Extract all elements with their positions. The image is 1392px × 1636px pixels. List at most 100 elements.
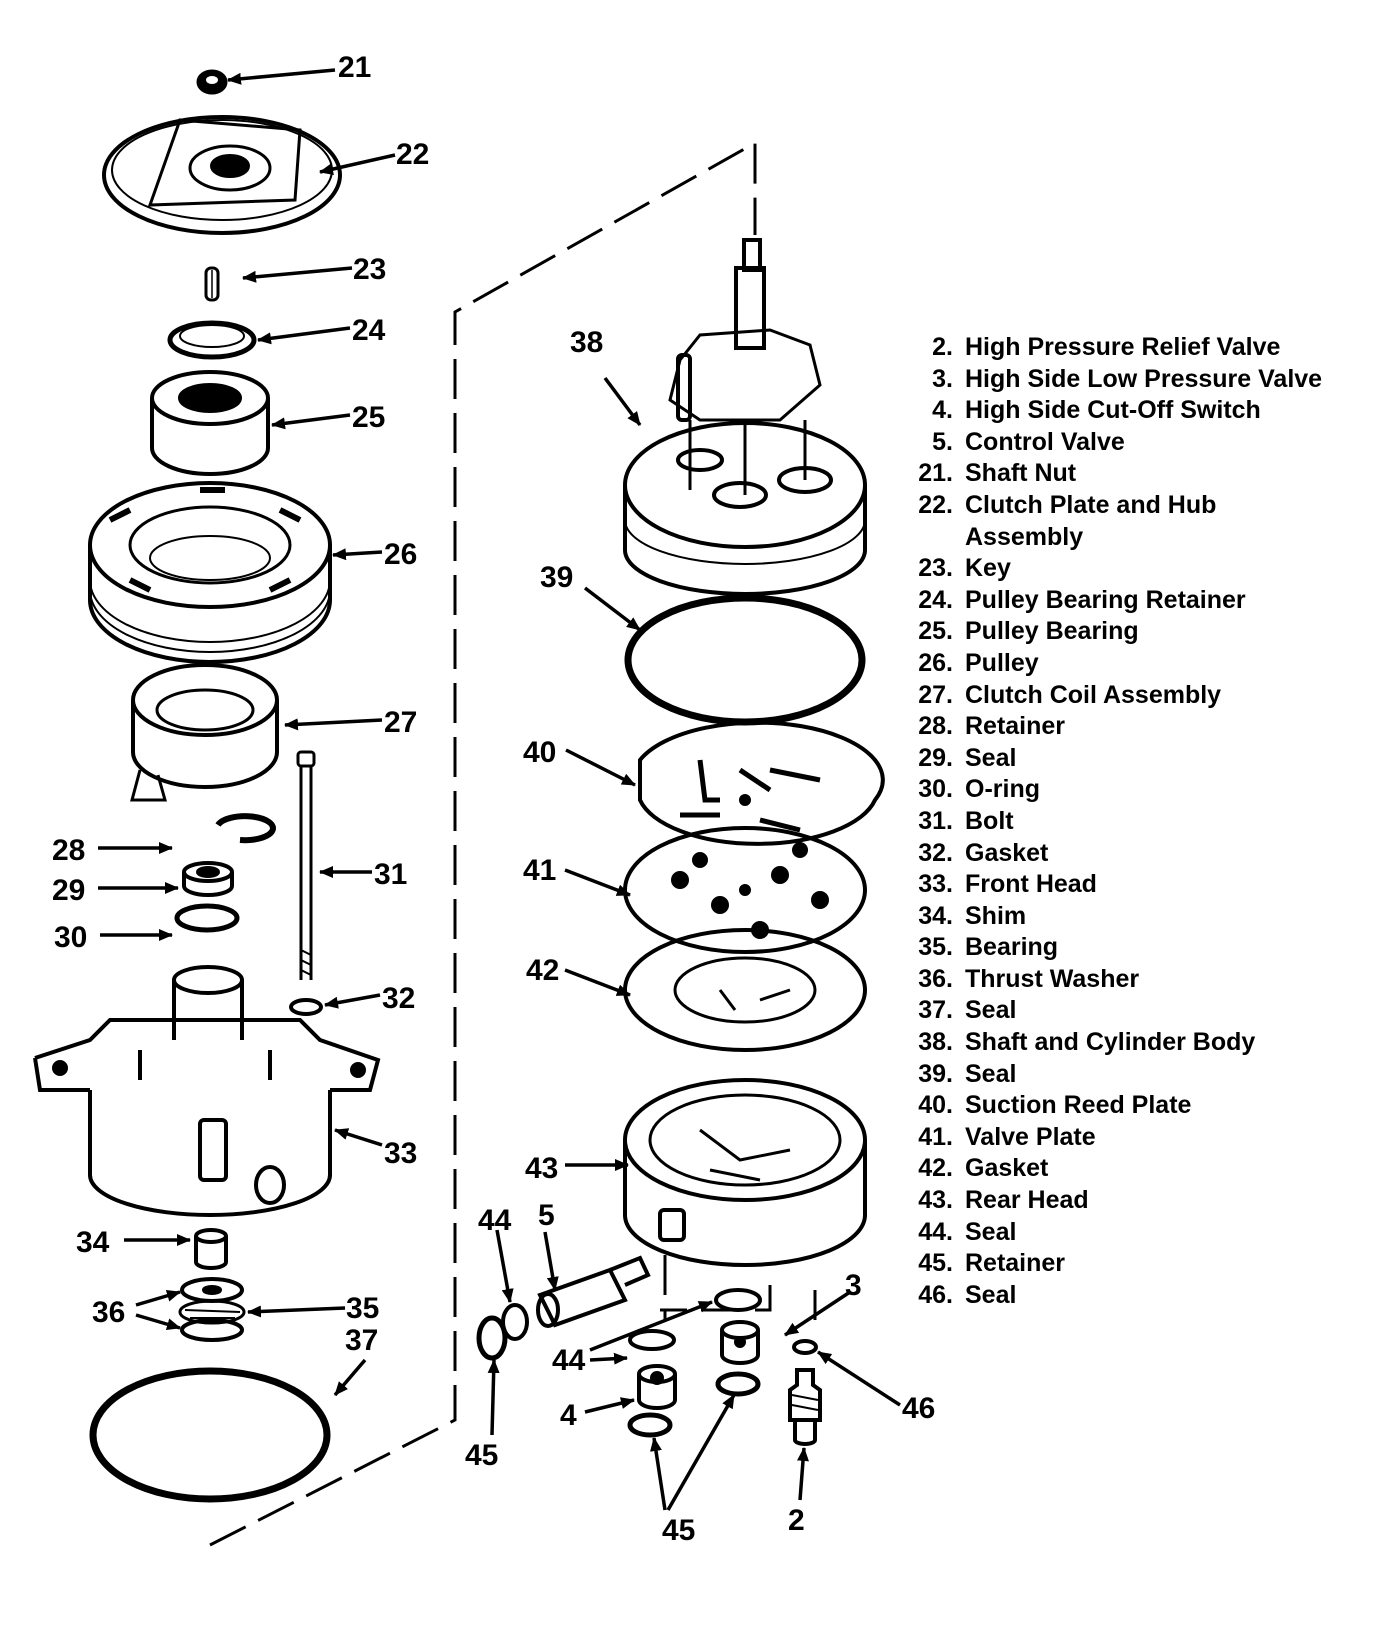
callout-42: 42 — [526, 954, 559, 987]
callout-31: 31 — [374, 858, 407, 891]
legend-label: Clutch Coil Assembly — [965, 680, 1222, 709]
legend-label: Gasket — [965, 1154, 1049, 1183]
legend-number: 21. — [918, 459, 953, 488]
legend-label: Seal — [965, 996, 1017, 1025]
legend-label: Bolt — [965, 806, 1014, 835]
callout-30: 30 — [54, 921, 87, 954]
legend-item: Assembly — [905, 522, 1375, 554]
legend-item: 23. Key — [905, 553, 1375, 585]
legend-label: Pulley Bearing — [965, 617, 1139, 646]
legend-item: 42. Gasket — [905, 1153, 1375, 1185]
legend-number: 44. — [918, 1217, 953, 1246]
retainer-28-part — [215, 813, 276, 844]
callout-22: 22 — [396, 138, 429, 171]
pulley-bearing-part — [150, 370, 270, 476]
legend-label: Suction Reed Plate — [965, 1091, 1192, 1120]
legend-number: 30. — [918, 775, 953, 804]
legend-number: 29. — [918, 743, 953, 772]
legend-label: High Pressure Relief Valve — [965, 333, 1281, 361]
o-ring-30-part — [174, 903, 240, 933]
legend-number: 31. — [918, 806, 953, 835]
legend-number: 36. — [918, 964, 953, 993]
legend-label: High Side Cut-Off Switch — [965, 396, 1261, 425]
low-pressure-valve-part — [720, 1320, 760, 1365]
legend-item: 39.Seal — [905, 1059, 1375, 1091]
legend-number: 28. — [918, 712, 953, 741]
callout-25: 25 — [352, 401, 385, 434]
legend-item: 29.Seal — [905, 743, 1375, 775]
legend-label: Rear Head — [965, 1186, 1089, 1215]
legend-label: Shaft and Cylinder Body — [965, 1028, 1256, 1057]
legend-label: Retainer — [965, 1249, 1066, 1278]
legend-item: 44.Seal — [905, 1217, 1375, 1249]
shim-part — [194, 1228, 228, 1270]
legend-number: 38. — [918, 1028, 953, 1057]
legend-label: Control Valve — [965, 427, 1125, 456]
callout-37: 37 — [345, 1324, 378, 1357]
legend-number: 34. — [918, 901, 953, 930]
legend-label: Shaft Nut — [965, 459, 1077, 488]
relief-valve-part — [788, 1368, 822, 1446]
legend-label: Assembly — [965, 522, 1084, 551]
legend-number: 46. — [918, 1280, 953, 1309]
legend-item: 35. Bearing — [905, 932, 1375, 964]
retainer-45-parts — [476, 1315, 761, 1438]
clutch-plate-part — [102, 115, 342, 235]
legend-item: 30. O-ring — [905, 774, 1375, 806]
legend-item: 36.Thrust Washer — [905, 964, 1375, 996]
legend-number: 4. — [932, 396, 953, 425]
legend-label: Seal — [965, 1059, 1017, 1088]
callout-32: 32 — [382, 982, 415, 1015]
callout-labels: 21 22 23 24 25 26 27 28 29 30 31 32 33 3… — [52, 51, 935, 1547]
callout-4: 4 — [560, 1399, 577, 1432]
seal-39-part — [624, 594, 866, 726]
seal-37-part — [89, 1367, 331, 1503]
legend-item: 31. Bolt — [905, 806, 1375, 838]
callout-21: 21 — [338, 51, 371, 84]
legend-item: 25.Pulley Bearing — [905, 616, 1375, 648]
callout-28: 28 — [52, 834, 85, 867]
legend-label: Bearing — [965, 933, 1059, 962]
callout-3: 3 — [845, 1269, 862, 1302]
legend-item: 41.Valve Plate — [905, 1122, 1375, 1154]
legend-number: 23. — [918, 554, 953, 583]
legend-item: 38. Shaft and Cylinder Body — [905, 1027, 1375, 1059]
cut-off-switch-part — [637, 1364, 677, 1410]
control-valve-part — [536, 1255, 651, 1328]
bolt-part — [296, 750, 316, 980]
callout-26: 26 — [384, 538, 417, 571]
leader-arrows — [98, 68, 901, 1511]
legend-item: 33.Front Head — [905, 869, 1375, 901]
legend-item: 28.Retainer — [905, 711, 1375, 743]
legend-item: 4. High Side Cut-Off Switch — [905, 395, 1375, 427]
legend-number: 33. — [918, 870, 953, 899]
callout-46: 46 — [902, 1392, 935, 1425]
legend-number: 27. — [918, 680, 953, 709]
legend-number: 45. — [918, 1249, 953, 1278]
legend-item: 24.Pulley Bearing Retainer — [905, 585, 1375, 617]
legend-item: 2.High Pressure Relief Valve — [905, 332, 1375, 364]
legend-item: 32.Gasket — [905, 838, 1375, 870]
legend-number: 42. — [918, 1154, 953, 1183]
legend-number: 43. — [918, 1186, 953, 1215]
legend-number: 37. — [918, 996, 953, 1025]
legend-number: 35. — [918, 933, 953, 962]
callout-5: 5 — [538, 1199, 555, 1232]
legend-number: 3. — [932, 364, 953, 393]
legend-label: O-ring — [965, 775, 1040, 804]
legend-label: Pulley Bearing Retainer — [965, 585, 1246, 614]
callout-43: 43 — [525, 1152, 558, 1185]
legend-number: 5. — [932, 427, 953, 456]
pulley-part — [88, 481, 332, 664]
callout-27: 27 — [384, 706, 417, 739]
callout-33: 33 — [384, 1137, 417, 1170]
legend-label: Key — [965, 554, 1011, 583]
callout-2: 2 — [788, 1504, 805, 1537]
callout-45-bottom: 45 — [662, 1514, 695, 1547]
callout-23: 23 — [353, 253, 386, 286]
legend-number: 40. — [918, 1091, 953, 1120]
legend-item: 22.Clutch Plate and Hub — [905, 490, 1375, 522]
gasket-42-part — [623, 928, 867, 1052]
